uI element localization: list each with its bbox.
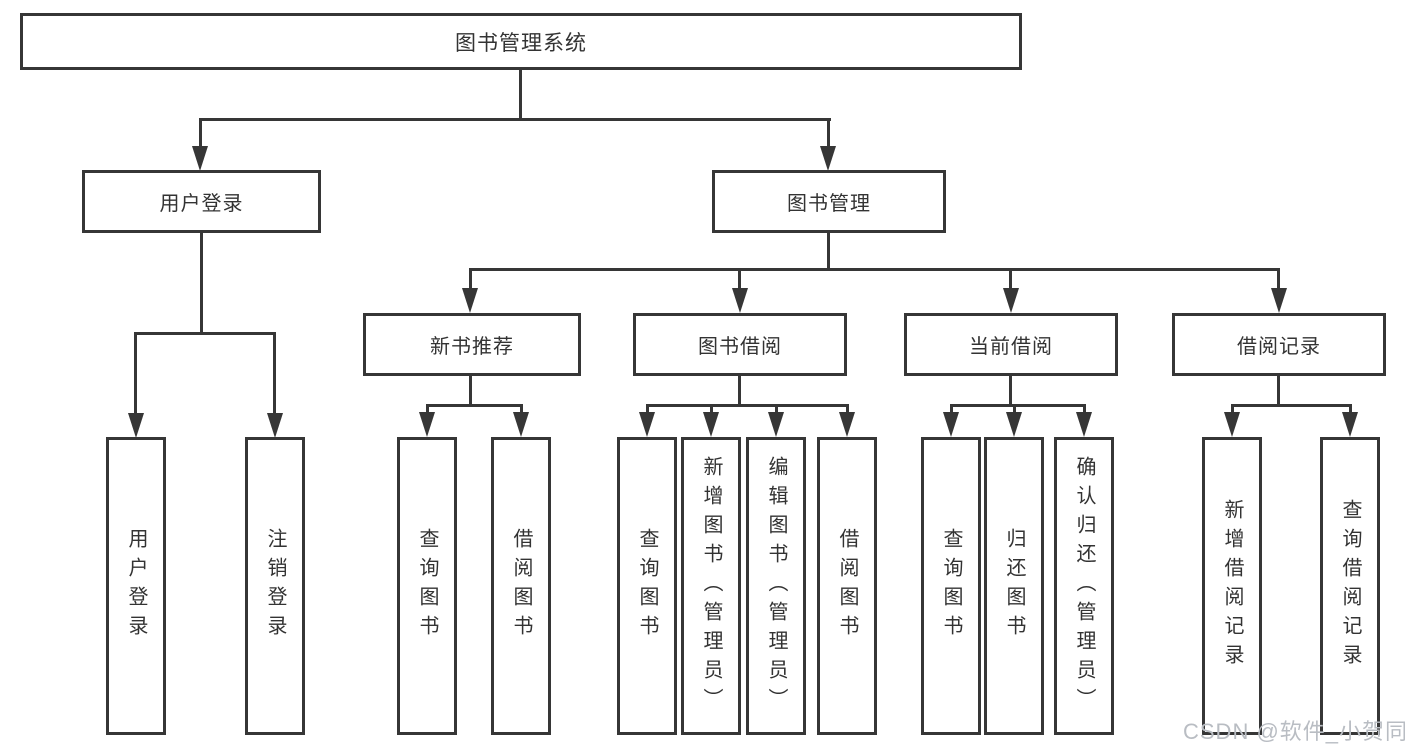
connector-level3-hbar — [469, 268, 1280, 271]
leaf-return-books: 归还图书 — [984, 437, 1044, 735]
node-book-management: 图书管理 — [712, 170, 946, 233]
connector-user-login-drop — [199, 118, 202, 150]
node-label: 用户登录 — [159, 193, 244, 215]
leaf-query-borrow-record: 查询借阅记录 — [1320, 437, 1380, 735]
connector-leaf-drop — [520, 404, 523, 416]
node-label: 图书管理系统 — [455, 31, 587, 55]
arrowhead-down-icon — [1006, 412, 1022, 437]
node-current-borrowing: 当前借阅 — [904, 313, 1118, 376]
leaf-label: 新增图书（管理员） — [700, 455, 722, 717]
arrowhead-down-icon — [1003, 288, 1019, 313]
arrowhead-down-icon — [839, 412, 855, 437]
leaf-query-books-recommend: 查询图书 — [397, 437, 457, 735]
leaf-label: 查询图书 — [416, 528, 438, 644]
arrowhead-down-icon — [513, 412, 529, 437]
leaf-user-login: 用户登录 — [106, 437, 166, 735]
connector-level3-drop — [738, 268, 741, 290]
node-library-management-system: 图书管理系统 — [20, 13, 1022, 70]
connector-user-login-stem — [200, 233, 203, 335]
connector-leaf-drop — [1013, 404, 1016, 416]
connector-current-borrow-stem — [1009, 376, 1012, 406]
leaf-label: 用户登录 — [125, 528, 147, 644]
arrowhead-down-icon — [1224, 412, 1240, 437]
connector-leaf-drop — [1083, 404, 1086, 416]
arrowhead-down-icon — [267, 413, 283, 438]
connector-leaf-drop — [710, 404, 713, 416]
arrowhead-down-icon — [1076, 412, 1092, 437]
connector-level4-hbar — [426, 404, 522, 407]
leaf-label: 确认归还（管理员） — [1073, 455, 1095, 717]
leaf-confirm-return-admin: 确认归还（管理员） — [1054, 437, 1114, 735]
node-label: 当前借阅 — [969, 336, 1053, 358]
connector-leaf-drop — [775, 404, 778, 416]
leaf-borrow-books: 借阅图书 — [817, 437, 877, 735]
connector-level2-hbar — [199, 118, 831, 121]
leaf-add-borrow-record: 新增借阅记录 — [1202, 437, 1262, 735]
node-label: 借阅记录 — [1237, 336, 1321, 358]
leaf-label: 注销登录 — [264, 528, 286, 644]
arrowhead-down-icon — [128, 413, 144, 438]
connector-level3-drop — [1277, 268, 1280, 290]
node-new-book-recommendation: 新书推荐 — [363, 313, 581, 376]
connector-book-mgmt-stem — [827, 233, 830, 271]
connector-leaf-drop — [846, 404, 849, 416]
leaf-label: 借阅图书 — [836, 528, 858, 644]
csdn-watermark: CSDN @软件_小贺同学 — [1183, 719, 1405, 744]
connector-leaf-drop — [426, 404, 429, 416]
connector-leaf-drop — [134, 332, 137, 416]
connector-root-stem — [519, 70, 522, 120]
node-book-borrowing: 图书借阅 — [633, 313, 847, 376]
node-borrowing-records: 借阅记录 — [1172, 313, 1386, 376]
arrowhead-down-icon — [1271, 288, 1287, 313]
connector-book-borrow-stem — [738, 376, 741, 406]
connector-level4-hbar — [1231, 404, 1351, 407]
leaf-label: 查询图书 — [940, 528, 962, 644]
arrowhead-down-icon — [732, 288, 748, 313]
leaf-label: 借阅图书 — [510, 528, 532, 644]
connector-level4-hbar — [646, 404, 848, 407]
arrowhead-down-icon — [419, 412, 435, 437]
arrowhead-down-icon — [768, 412, 784, 437]
connector-leaf-drop — [273, 332, 276, 416]
leaf-logout: 注销登录 — [245, 437, 305, 735]
node-label: 图书借阅 — [698, 336, 782, 358]
node-label: 图书管理 — [787, 193, 871, 215]
leaf-label: 查询图书 — [636, 528, 658, 644]
leaf-add-book-admin: 新增图书（管理员） — [681, 437, 741, 735]
leaf-query-books-current: 查询图书 — [921, 437, 981, 735]
connector-level3-drop — [469, 268, 472, 290]
arrowhead-down-icon — [820, 146, 836, 171]
connector-borrow-records-stem — [1277, 376, 1280, 406]
leaf-query-books-borrowing: 查询图书 — [617, 437, 677, 735]
leaf-label: 编辑图书（管理员） — [765, 455, 787, 717]
connector-level3-drop — [1009, 268, 1012, 290]
node-label: 新书推荐 — [430, 336, 514, 358]
connector-leaf-drop — [1231, 404, 1234, 416]
arrowhead-down-icon — [462, 288, 478, 313]
node-user-login: 用户登录 — [82, 170, 321, 233]
connector-leaf-drop — [646, 404, 649, 416]
connector-leaf-drop — [1349, 404, 1352, 416]
leaf-edit-book-admin: 编辑图书（管理员） — [746, 437, 806, 735]
leaf-borrow-books-recommend: 借阅图书 — [491, 437, 551, 735]
leaf-label: 新增借阅记录 — [1221, 499, 1243, 673]
leaf-label: 查询借阅记录 — [1339, 499, 1361, 673]
connector-book-mgmt-drop — [827, 118, 830, 150]
leaf-label: 归还图书 — [1003, 528, 1025, 644]
connector-level4-hbar — [950, 404, 1085, 407]
arrowhead-down-icon — [639, 412, 655, 437]
connector-leaf-drop — [950, 404, 953, 416]
connector-new-book-stem — [469, 376, 472, 406]
arrowhead-down-icon — [943, 412, 959, 437]
arrowhead-down-icon — [192, 146, 208, 171]
arrowhead-down-icon — [703, 412, 719, 437]
arrowhead-down-icon — [1342, 412, 1358, 437]
connector-user-login-hbar — [134, 332, 275, 335]
